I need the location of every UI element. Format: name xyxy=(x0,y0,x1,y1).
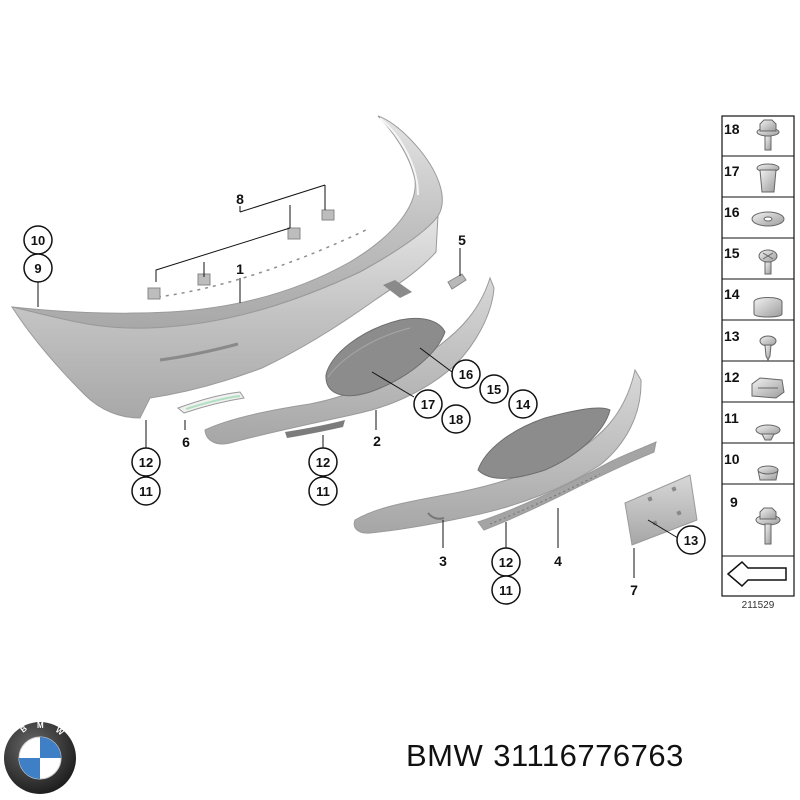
callout-16: 16 xyxy=(459,367,473,382)
part-labels: 8 1 5 6 2 3 4 7 xyxy=(182,191,638,598)
legend-label-17: 17 xyxy=(724,163,740,179)
legend-label-11: 11 xyxy=(724,410,739,426)
bmw-logo-icon: B M W xyxy=(4,721,76,794)
license-bracket-part xyxy=(624,474,698,546)
legend-label-14: 14 xyxy=(724,286,740,302)
part-label-4: 4 xyxy=(554,553,562,569)
part-label-8: 8 xyxy=(236,191,244,207)
screw-icon xyxy=(758,249,778,275)
part-label-3: 3 xyxy=(439,553,447,569)
sleeve-nut-icon xyxy=(756,163,780,193)
callout-11: 11 xyxy=(316,484,330,499)
svg-text:M: M xyxy=(37,721,44,730)
diffuser-lower-part xyxy=(353,368,642,534)
part-label-6: 6 xyxy=(182,434,190,450)
trim-strip-part xyxy=(477,441,657,531)
callouts xyxy=(23,225,706,605)
brand-name: BMW xyxy=(406,738,484,773)
callout-18: 18 xyxy=(449,412,463,427)
part-caption: BMW 31116776763 xyxy=(406,738,694,774)
arrow-pointer-icon xyxy=(726,560,787,588)
bumper-cover-part xyxy=(10,115,443,419)
callout-9: 9 xyxy=(34,261,41,276)
expanding-rivet-icon xyxy=(755,424,781,441)
callout-15: 15 xyxy=(487,382,501,397)
leader-lines xyxy=(37,184,679,578)
washer-icon xyxy=(751,211,785,227)
callout-17: 17 xyxy=(421,397,435,412)
legend-label-15: 15 xyxy=(724,245,740,261)
svg-text:B: B xyxy=(19,724,29,735)
bolt-collar-icon xyxy=(756,119,780,151)
legend-label-16: 16 xyxy=(724,204,740,220)
clip-nut-icon xyxy=(751,377,785,399)
callout-labels: 10 9 12 11 12 11 12 11 16 15 14 17 18 13 xyxy=(31,233,698,598)
part-label-5: 5 xyxy=(458,232,466,248)
tapping-screw-icon xyxy=(759,335,777,362)
reference-number: 211529 xyxy=(742,600,775,611)
legend-label-10: 10 xyxy=(724,451,740,467)
cap-icon xyxy=(753,297,783,318)
legend-label-18: 18 xyxy=(724,121,740,137)
part-label-2: 2 xyxy=(373,433,381,449)
callout-14: 14 xyxy=(516,397,531,412)
legend-label-12: 12 xyxy=(724,369,740,385)
callout-12: 12 xyxy=(499,555,513,570)
svg-text:W: W xyxy=(54,725,66,737)
diffuser-upper-part xyxy=(204,276,495,445)
callout-13: 13 xyxy=(684,533,698,548)
legend-label-13: 13 xyxy=(724,328,740,344)
callout-10: 10 xyxy=(31,233,45,248)
bracket-part xyxy=(447,273,467,290)
callout-12: 12 xyxy=(316,455,330,470)
legend-label-9: 9 xyxy=(730,494,738,510)
part-label-7: 7 xyxy=(630,582,638,598)
callout-11: 11 xyxy=(499,583,513,598)
reflector-part xyxy=(177,391,245,414)
plastic-nut-icon xyxy=(757,465,779,481)
hex-bolt-icon xyxy=(755,507,781,545)
hardware-legend: 18 17 16 15 14 13 12 11 10 9 xyxy=(721,115,795,611)
part-label-1: 1 xyxy=(236,261,244,277)
part-number: 31116776763 xyxy=(493,738,684,773)
callout-12: 12 xyxy=(139,455,153,470)
callout-11: 11 xyxy=(139,484,153,499)
